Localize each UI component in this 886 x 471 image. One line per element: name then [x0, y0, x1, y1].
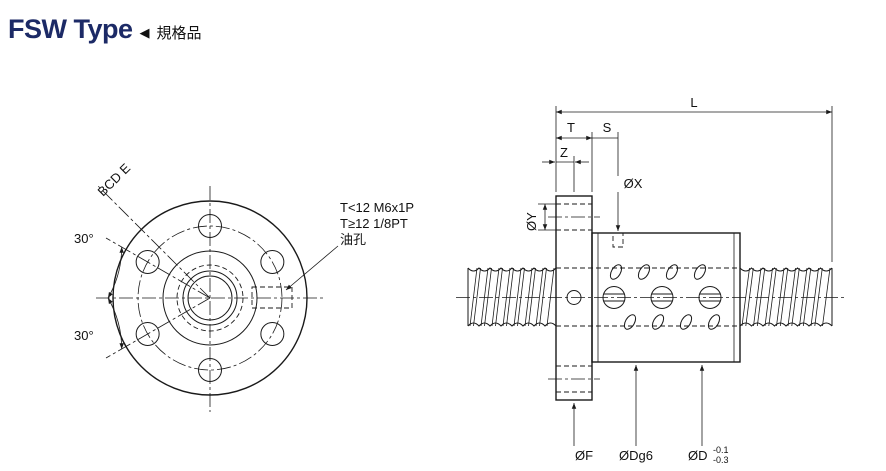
angle-arc-upper — [107, 246, 124, 299]
screw-od-hidden-circle — [176, 264, 244, 332]
flange-body — [555, 195, 593, 401]
return-cap-screws — [602, 286, 722, 309]
oil-note-leader — [285, 245, 339, 291]
extension-lines — [538, 106, 833, 262]
page-subtitle: 規格品 — [156, 25, 202, 42]
oil-note-line3: 油孔 — [340, 232, 366, 247]
thread-crest-top — [467, 267, 557, 272]
page-header: FSW Type ◀ 規格品 — [8, 14, 202, 45]
dim-D-tol-upper: -0.1 — [713, 445, 729, 455]
thread-crest-bottom — [739, 322, 833, 327]
dim-T-label: T — [567, 120, 575, 135]
bcd-leader-line — [97, 185, 211, 299]
bolt-hole — [135, 322, 160, 346]
bolt-hole — [198, 358, 222, 382]
dim-Dg6-label: ØDg6 — [619, 448, 653, 463]
angle-lower-label: 30° — [74, 328, 94, 343]
pilot-boss-circle — [162, 250, 258, 346]
oil-note-line1: T<12 M6x1P — [340, 200, 414, 215]
nut-body — [591, 232, 741, 363]
dim-X-label: ØX — [624, 176, 643, 191]
angle-arc-lower — [107, 297, 124, 350]
angle-upper-label: 30° — [74, 231, 94, 246]
dim-L-label: L — [690, 95, 697, 110]
ball-circuit-ellipses — [609, 264, 721, 330]
screw-shaft-left — [467, 267, 557, 327]
bolt-circle-bcd — [137, 225, 283, 371]
bcd-label: BCD E — [95, 160, 134, 199]
dim-D-tol-lower: -0.3 — [713, 455, 729, 465]
front-view: 30° 30° BCD E T<12 M6x1P T≥12 1/8PT 油孔 — [74, 160, 414, 412]
thread-helix-lines — [469, 267, 555, 327]
oil-hole-hidden-rect — [251, 286, 293, 309]
bolt-hole — [260, 250, 285, 274]
bolt-hole — [198, 214, 222, 238]
dim-Z-label: Z — [560, 145, 568, 160]
bolt-hole — [260, 322, 285, 346]
dim-Y-label: ØY — [524, 212, 539, 231]
bore-circle — [182, 270, 238, 326]
bolt-hole — [135, 250, 160, 274]
thread-crest-bottom — [467, 322, 557, 327]
thread-helix-lines — [741, 267, 831, 327]
dim-S-label: S — [603, 120, 612, 135]
thread-crest-top — [739, 267, 833, 272]
screw-shaft-right — [739, 267, 833, 327]
dim-D-label: ØD — [688, 448, 708, 463]
bore-chamfer-circle — [187, 275, 233, 321]
page-title: FSW Type — [8, 14, 133, 44]
left-triangle-icon: ◀ — [139, 25, 150, 40]
flange-oil-hole — [566, 290, 582, 305]
oil-note-line2: T≥12 1/8PT — [340, 216, 408, 231]
side-view: L T S Z ØX ØY ØF ØDg6 ØD -0.1 -0.3 — [456, 95, 846, 465]
grease-port-hidden — [612, 232, 624, 248]
dim-F-label: ØF — [575, 448, 593, 463]
